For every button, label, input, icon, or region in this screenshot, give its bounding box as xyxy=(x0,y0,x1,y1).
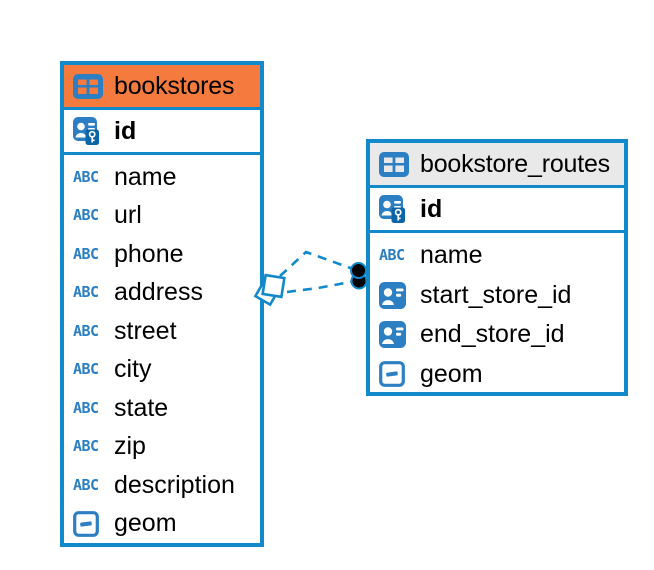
text-type-icon: ABC xyxy=(73,360,99,379)
column-row-zip[interactable]: ABC zip xyxy=(64,428,260,467)
column-label: start_store_id xyxy=(420,280,572,309)
text-type-icon: ABC xyxy=(73,283,99,302)
column-label: geom xyxy=(420,359,483,388)
text-type-icon: ABC xyxy=(379,246,405,265)
reference-type-icon xyxy=(379,281,411,309)
reference-type-icon xyxy=(379,321,411,349)
column-label: phone xyxy=(114,239,184,268)
primary-key-icon xyxy=(73,117,105,145)
text-type-icon: ABC xyxy=(73,206,99,225)
column-label: street xyxy=(114,316,177,345)
column-label: id xyxy=(420,194,443,223)
column-label: name xyxy=(420,241,483,270)
column-label: id xyxy=(114,116,137,145)
geometry-type-icon xyxy=(73,510,105,537)
column-row-phone[interactable]: ABC phone xyxy=(64,235,260,274)
column-label: state xyxy=(114,393,169,422)
text-type-icon: ABC xyxy=(73,167,99,186)
column-row-id[interactable]: id xyxy=(64,110,260,155)
column-label: address xyxy=(114,278,203,307)
column-list: ABC name ABC url ABC phone ABC address A… xyxy=(64,155,260,543)
table-name: bookstores xyxy=(114,71,235,100)
column-label: end_store_id xyxy=(420,320,565,349)
table-header-bookstores[interactable]: bookstores xyxy=(64,65,260,110)
column-label: name xyxy=(114,162,177,191)
table-bookstores[interactable]: bookstores id ABC xyxy=(60,61,264,547)
column-row-url[interactable]: ABC url xyxy=(64,197,260,236)
column-label: description xyxy=(114,470,235,499)
table-icon xyxy=(73,73,105,99)
table-header-bookstore-routes[interactable]: bookstore_routes xyxy=(370,143,624,188)
relationship-line-1[interactable] xyxy=(279,250,357,277)
text-type-icon: ABC xyxy=(73,398,99,417)
endpoint-dots xyxy=(350,262,368,290)
column-label: geom xyxy=(114,509,177,538)
column-label: zip xyxy=(114,432,146,461)
relationship-line-2[interactable] xyxy=(286,279,357,294)
column-label: city xyxy=(114,355,152,384)
column-row-start-store-id[interactable]: start_store_id xyxy=(370,276,624,316)
text-type-icon: ABC xyxy=(73,475,99,494)
text-type-icon: ABC xyxy=(73,437,99,456)
geometry-type-icon xyxy=(379,361,411,388)
text-type-icon: ABC xyxy=(73,321,99,340)
column-row-city[interactable]: ABC city xyxy=(64,351,260,390)
column-row-state[interactable]: ABC state xyxy=(64,389,260,428)
column-row-id[interactable]: id xyxy=(370,188,624,233)
table-bookstore-routes[interactable]: bookstore_routes id ABC xyxy=(366,139,628,396)
column-row-geom[interactable]: geom xyxy=(370,355,624,395)
column-row-name[interactable]: ABC name xyxy=(370,236,624,276)
table-icon xyxy=(379,151,411,177)
column-row-name[interactable]: ABC name xyxy=(64,158,260,197)
column-row-geom[interactable]: geom xyxy=(64,505,260,544)
column-row-description[interactable]: ABC description xyxy=(64,466,260,505)
primary-key-icon xyxy=(379,195,411,223)
column-row-street[interactable]: ABC street xyxy=(64,312,260,351)
column-label: url xyxy=(114,201,142,230)
column-list: ABC name start_store_id xyxy=(370,233,624,394)
table-name: bookstore_routes xyxy=(420,149,610,178)
column-row-end-store-id[interactable]: end_store_id xyxy=(370,315,624,355)
text-type-icon: ABC xyxy=(73,244,99,263)
column-row-address[interactable]: ABC address xyxy=(64,274,260,313)
